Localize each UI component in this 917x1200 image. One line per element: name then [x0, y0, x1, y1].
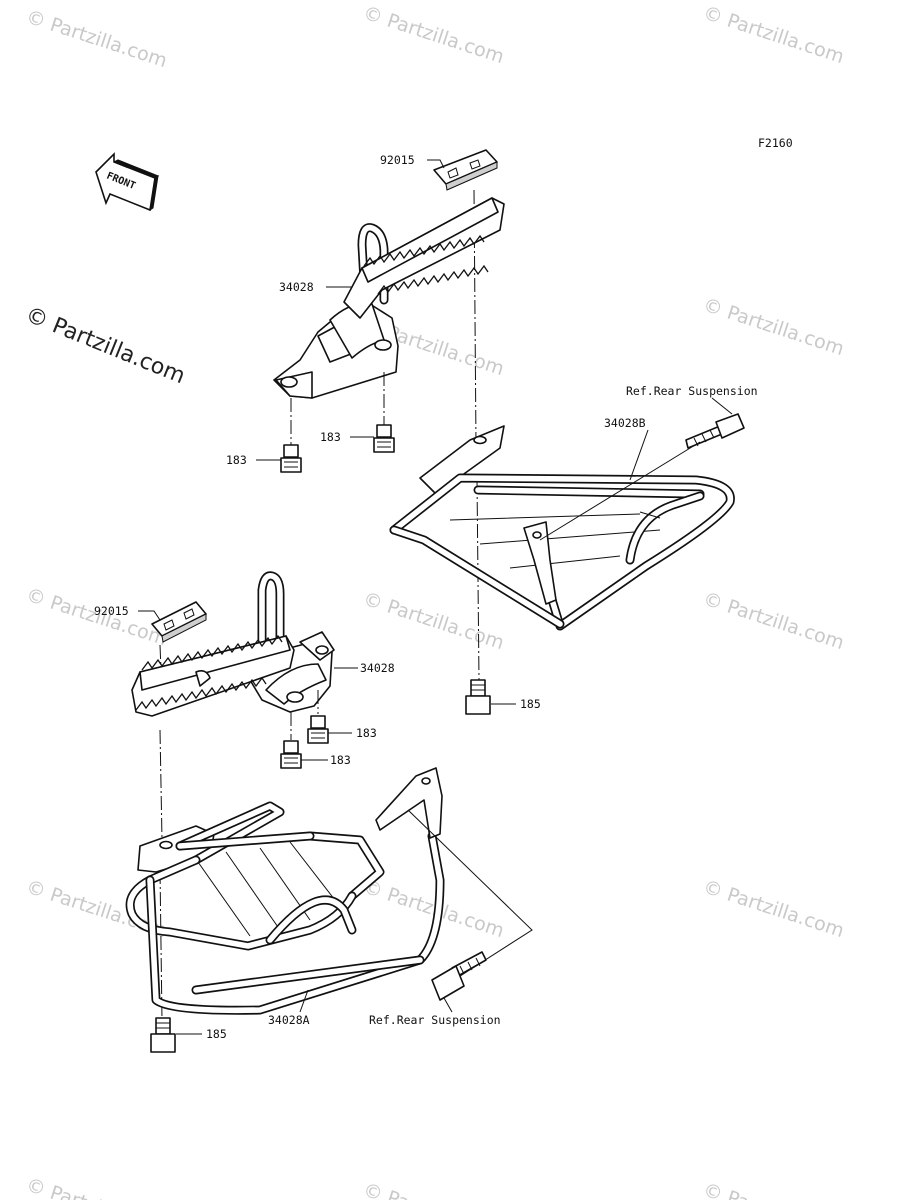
part-number-34028B: 34028B [604, 416, 646, 430]
part-number-34028: 34028 [360, 661, 395, 675]
nut-183-lower-a [307, 715, 329, 744]
watermark: © Partzilla.com [23, 1174, 169, 1200]
leader-line [539, 441, 701, 541]
footguard-right [389, 425, 735, 631]
bolt-185-right [465, 679, 491, 715]
part-number-185: 185 [520, 697, 541, 711]
bolt-185-left [150, 1017, 176, 1053]
leader-line [629, 429, 649, 481]
leader-line [138, 610, 161, 621]
watermark: © Partzilla.com [700, 588, 846, 654]
leader-line [711, 397, 733, 415]
rubber-pad-lower [151, 601, 207, 643]
bolt-ref-lower [431, 951, 487, 1001]
leader-line [427, 159, 445, 169]
assembly-axis [159, 869, 163, 1021]
ref-rear-suspension: Ref.Rear Suspension [626, 384, 758, 398]
watermark-main: © Partzilla.com [22, 302, 189, 389]
nut-183-upper-right [373, 424, 395, 453]
nut-183-upper-left [280, 444, 302, 473]
part-number-183: 183 [356, 726, 377, 740]
assembly-axis [476, 479, 480, 681]
leader-line [639, 511, 661, 519]
watermark: © Partzilla.com [700, 876, 846, 942]
part-number-183: 183 [320, 430, 341, 444]
part-number-183: 183 [330, 753, 351, 767]
ref-rear-suspension: Ref.Rear Suspension [369, 1013, 501, 1027]
assembly-axis [473, 189, 477, 446]
watermark: © Partzilla.com [700, 2, 846, 68]
part-number-92015: 92015 [94, 604, 129, 618]
front-arrow-icon: FRONT [95, 152, 160, 212]
watermark: © Partzilla.com [360, 1179, 506, 1200]
part-number-185: 185 [206, 1027, 227, 1041]
part-number-34028: 34028 [279, 280, 314, 294]
watermark: © Partzilla.com [360, 588, 506, 654]
watermark: © Partzilla.com [700, 1179, 846, 1200]
footpeg-lower [131, 571, 335, 717]
part-number-34028A: 34028A [268, 1013, 310, 1027]
watermark: © Partzilla.com [360, 2, 506, 68]
part-number-183: 183 [226, 453, 247, 467]
watermark: © Partzilla.com [700, 294, 846, 360]
watermark: © Partzilla.com [23, 6, 169, 72]
bolt-ref-upper [685, 413, 745, 449]
leader-line [299, 989, 309, 1013]
footguard-left [125, 767, 445, 1015]
nut-183-lower-b [280, 740, 302, 769]
footpeg-upper [273, 197, 505, 399]
leader-line [443, 997, 453, 1013]
rubber-pad-upper [433, 149, 498, 191]
diagram-code: F2160 [758, 136, 793, 150]
part-number-92015: 92015 [380, 153, 415, 167]
assembly-axis [159, 729, 163, 841]
